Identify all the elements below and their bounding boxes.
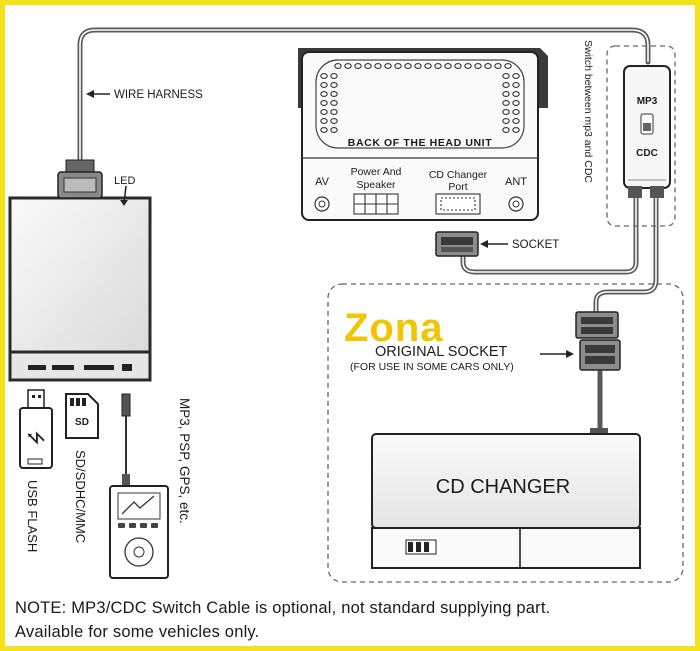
vent-hole bbox=[334, 63, 342, 69]
vent-hole bbox=[364, 63, 372, 69]
vent-hole bbox=[320, 100, 328, 106]
cd-changer-label: CD CHANGER bbox=[436, 476, 570, 498]
switch-dashed-region bbox=[606, 45, 676, 227]
vent-hole bbox=[384, 63, 392, 69]
vent-hole bbox=[512, 118, 520, 124]
vent-hole bbox=[512, 91, 520, 97]
vent-hole bbox=[502, 82, 510, 88]
vent-hole bbox=[330, 91, 338, 97]
vent-hole bbox=[414, 63, 422, 69]
original-socket-connector bbox=[579, 339, 621, 371]
mp3-interface-box bbox=[8, 196, 152, 382]
cd-changer-port bbox=[435, 193, 481, 215]
vent-hole bbox=[502, 91, 510, 97]
vent-hole bbox=[330, 127, 338, 133]
power-speaker-label-1: Power And bbox=[351, 166, 402, 178]
led-label: LED bbox=[114, 175, 135, 187]
power-speaker-label-2: Speaker bbox=[356, 179, 396, 191]
vent-hole bbox=[512, 82, 520, 88]
head-unit-ant-label: ANT bbox=[505, 176, 527, 188]
note-line-1: NOTE: MP3/CDC Switch Cable is optional, … bbox=[15, 599, 551, 617]
vent-hole bbox=[434, 63, 442, 69]
vent-hole bbox=[512, 73, 520, 79]
vent-hole bbox=[502, 118, 510, 124]
original-socket-note: (FOR USE IN SOME CARS ONLY) bbox=[350, 361, 514, 373]
mp3-player-device bbox=[109, 393, 169, 579]
usb-flash-drive bbox=[19, 389, 53, 469]
sd-cards-label: SD/SDHC/MMC bbox=[73, 450, 88, 543]
vent-hole bbox=[454, 63, 462, 69]
switch-caption: Switch between mp3 and CDC bbox=[582, 40, 594, 183]
head-unit-av-label: AV bbox=[315, 176, 330, 188]
sd-card bbox=[65, 393, 99, 439]
vent-hole bbox=[330, 109, 338, 115]
players-label: MP3, PSP, GPS, etc. bbox=[177, 398, 192, 524]
changer-dashed-region bbox=[327, 283, 684, 583]
vent-hole bbox=[320, 91, 328, 97]
socket-label: SOCKET bbox=[512, 239, 559, 251]
cd-changer-unit bbox=[371, 428, 641, 569]
usb-flash-label: USB FLASH bbox=[25, 480, 40, 552]
vent-hole bbox=[320, 82, 328, 88]
zona-watermark: Zona bbox=[344, 306, 444, 350]
mp3-cdc-switch[interactable]: MP3 CDC bbox=[623, 65, 671, 198]
vent-hole bbox=[320, 109, 328, 115]
vent-hole bbox=[394, 63, 402, 69]
vent-hole bbox=[320, 127, 328, 133]
vent-hole bbox=[502, 109, 510, 115]
harness-connector bbox=[57, 159, 103, 199]
vent-hole bbox=[444, 63, 452, 69]
socket-connector bbox=[435, 231, 479, 257]
diagram-canvas: LED WIRE HARNESS BACK OF THE HEAD UNIT A… bbox=[8, 27, 684, 583]
vent-hole bbox=[330, 100, 338, 106]
sd-card-text: SD bbox=[75, 417, 89, 428]
vent-hole bbox=[374, 63, 382, 69]
changer-plug-connector bbox=[575, 311, 619, 339]
vent-hole bbox=[502, 100, 510, 106]
vent-hole bbox=[404, 63, 412, 69]
head-unit-label: BACK OF THE HEAD UNIT bbox=[348, 137, 492, 149]
power-speaker-port bbox=[353, 193, 399, 215]
vent-hole bbox=[502, 73, 510, 79]
av-port bbox=[314, 196, 330, 212]
vent-hole bbox=[512, 100, 520, 106]
note-line-2: Available for some vehicles only. bbox=[15, 623, 260, 641]
vent-hole bbox=[512, 109, 520, 115]
disc-slot bbox=[405, 539, 437, 555]
cd-port-label-2: Port bbox=[448, 181, 467, 193]
original-socket-label: ORIGINAL SOCKET bbox=[375, 344, 508, 360]
vent-hole bbox=[474, 63, 482, 69]
vent-hole bbox=[502, 127, 510, 133]
wire-harness-label: WIRE HARNESS bbox=[114, 89, 203, 101]
vent-hole bbox=[330, 82, 338, 88]
vent-hole bbox=[344, 63, 352, 69]
switch-to-changer-cable bbox=[593, 193, 659, 315]
vent-hole bbox=[354, 63, 362, 69]
vent-hole bbox=[464, 63, 472, 69]
vent-hole bbox=[330, 73, 338, 79]
usb-icon: ⭍ bbox=[25, 431, 46, 446]
vent-hole bbox=[424, 63, 432, 69]
switch-cdc-label: CDC bbox=[636, 148, 658, 159]
vent-hole bbox=[484, 63, 492, 69]
ant-port bbox=[508, 196, 524, 212]
switch-mp3-label: MP3 bbox=[637, 96, 658, 107]
cd-port-label-1: CD Changer bbox=[429, 169, 488, 181]
vent-hole bbox=[512, 127, 520, 133]
vent-hole bbox=[320, 73, 328, 79]
vent-hole bbox=[330, 118, 338, 124]
vent-hole bbox=[494, 63, 502, 69]
vent-hole bbox=[504, 63, 512, 69]
head-unit: BACK OF THE HEAD UNIT bbox=[298, 48, 548, 221]
vent-hole bbox=[320, 118, 328, 124]
